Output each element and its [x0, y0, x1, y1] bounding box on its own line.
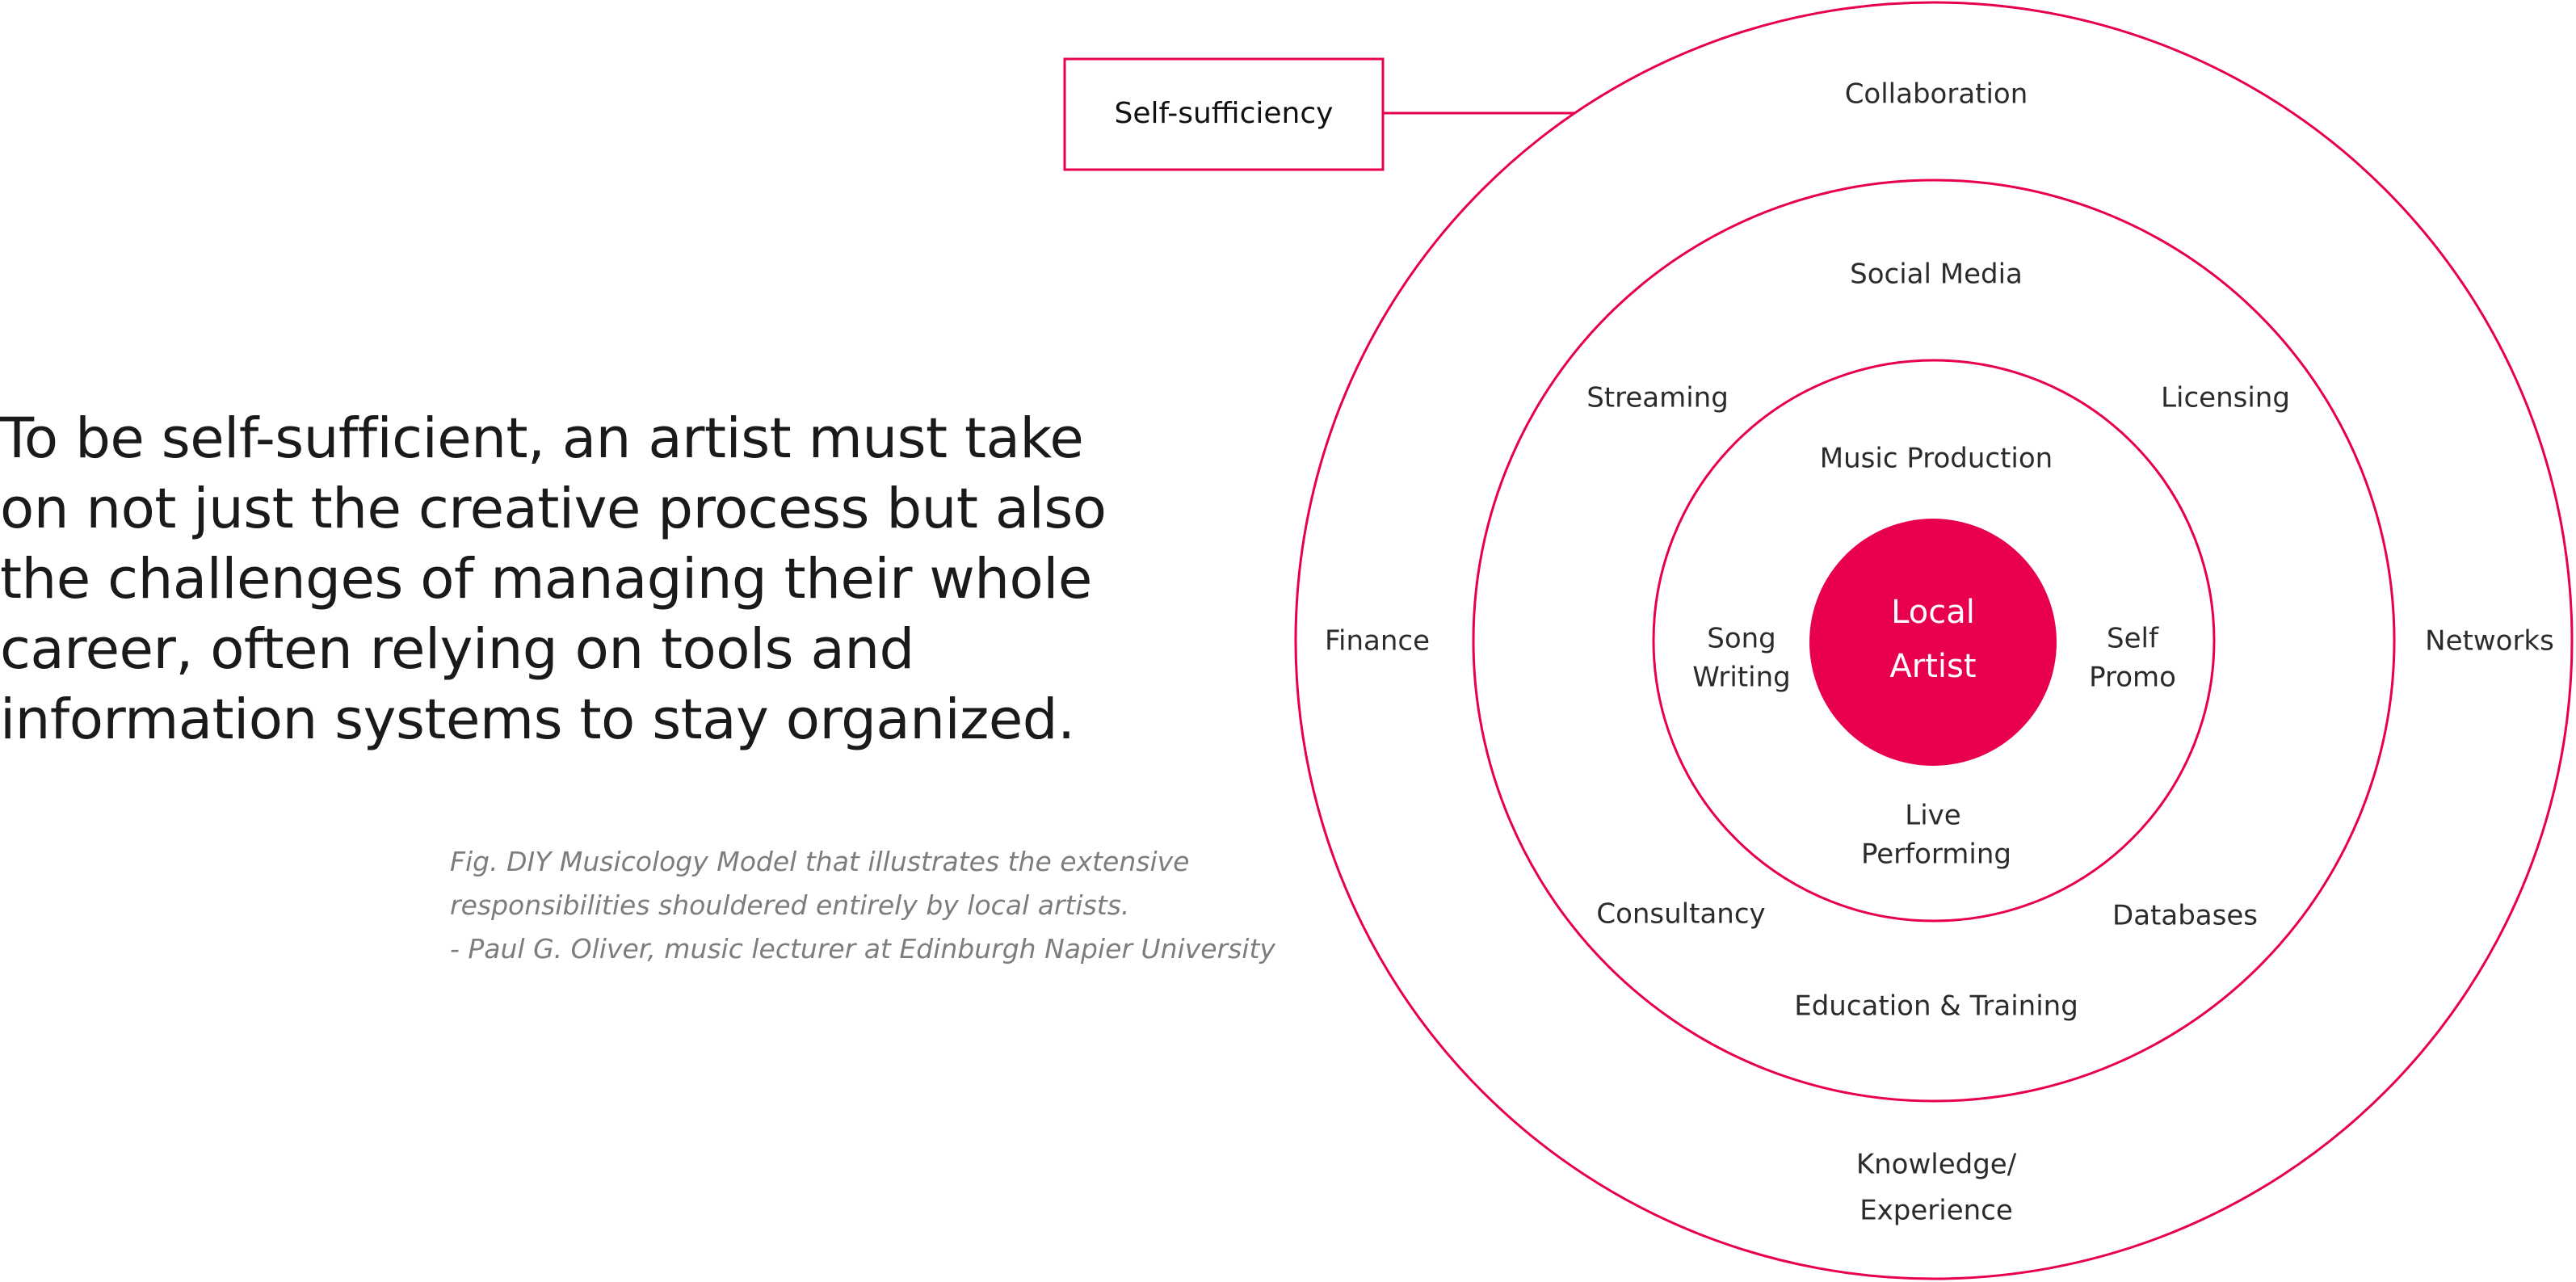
label-writing: Writing [1692, 662, 1790, 694]
label-performing: Performing [1861, 839, 2011, 871]
middle-ring-labels: Social Media Streaming Licensing Consult… [1586, 259, 2290, 1023]
label-live: Live [1905, 800, 1960, 832]
label-experience: Experience [1860, 1195, 2013, 1227]
outer-ring-labels: Collaboration Finance Networks Knowledge… [1325, 78, 2554, 1227]
label-social-media: Social Media [1850, 259, 2023, 291]
middle-ring [1472, 179, 2396, 1103]
label-collaboration: Collaboration [1845, 78, 2028, 111]
label-networks: Networks [2425, 625, 2554, 658]
label-music-production: Music Production [1820, 443, 2053, 475]
label-databases: Databases [2112, 900, 2258, 932]
figure-caption: Fig. DIY Musicology Model that illustrat… [450, 840, 1322, 971]
label-finance: Finance [1325, 625, 1430, 658]
caption-line: responsibilities shouldered entirely by … [450, 889, 1130, 921]
headline-line: the challenges of managing their whole [0, 547, 1092, 612]
headline-line: on not just the creative process but als… [0, 477, 1107, 541]
headline-line: career, often relying on tools and [0, 617, 914, 682]
headline-line: To be self-sufficient, an artist must ta… [0, 406, 1084, 471]
label-song: Song [1707, 623, 1776, 655]
callout-label: Self-sufficiency [1115, 97, 1334, 130]
label-streaming: Streaming [1586, 382, 1729, 414]
caption-line: - Paul G. Oliver, music lecturer at Edin… [450, 933, 1275, 965]
label-knowledge: Knowledge/ [1856, 1149, 2017, 1181]
headline-line: information systems to stay organized. [0, 687, 1075, 752]
caption-line: Fig. DIY Musicology Model that illustrat… [450, 846, 1190, 877]
label-education-training: Education & Training [1794, 990, 2078, 1023]
center-circle [1809, 519, 2057, 766]
callout-box [1063, 57, 1385, 171]
rings [1294, 1, 2574, 1280]
inner-ring [1652, 359, 2216, 923]
inner-ring-labels: Music Production Song Writing Self Promo… [1692, 443, 2176, 871]
center-label-line: Artist [1889, 648, 1976, 685]
label-promo: Promo [2089, 662, 2176, 694]
headline: To be self-sufficient, an artist must ta… [0, 404, 1147, 755]
outer-ring [1294, 1, 2574, 1280]
label-consultancy: Consultancy [1596, 898, 1765, 931]
center-label-line: Local [1891, 594, 1975, 631]
label-self: Self [2107, 623, 2159, 655]
center-label: Local Artist [1889, 594, 1976, 685]
label-licensing: Licensing [2161, 382, 2290, 414]
